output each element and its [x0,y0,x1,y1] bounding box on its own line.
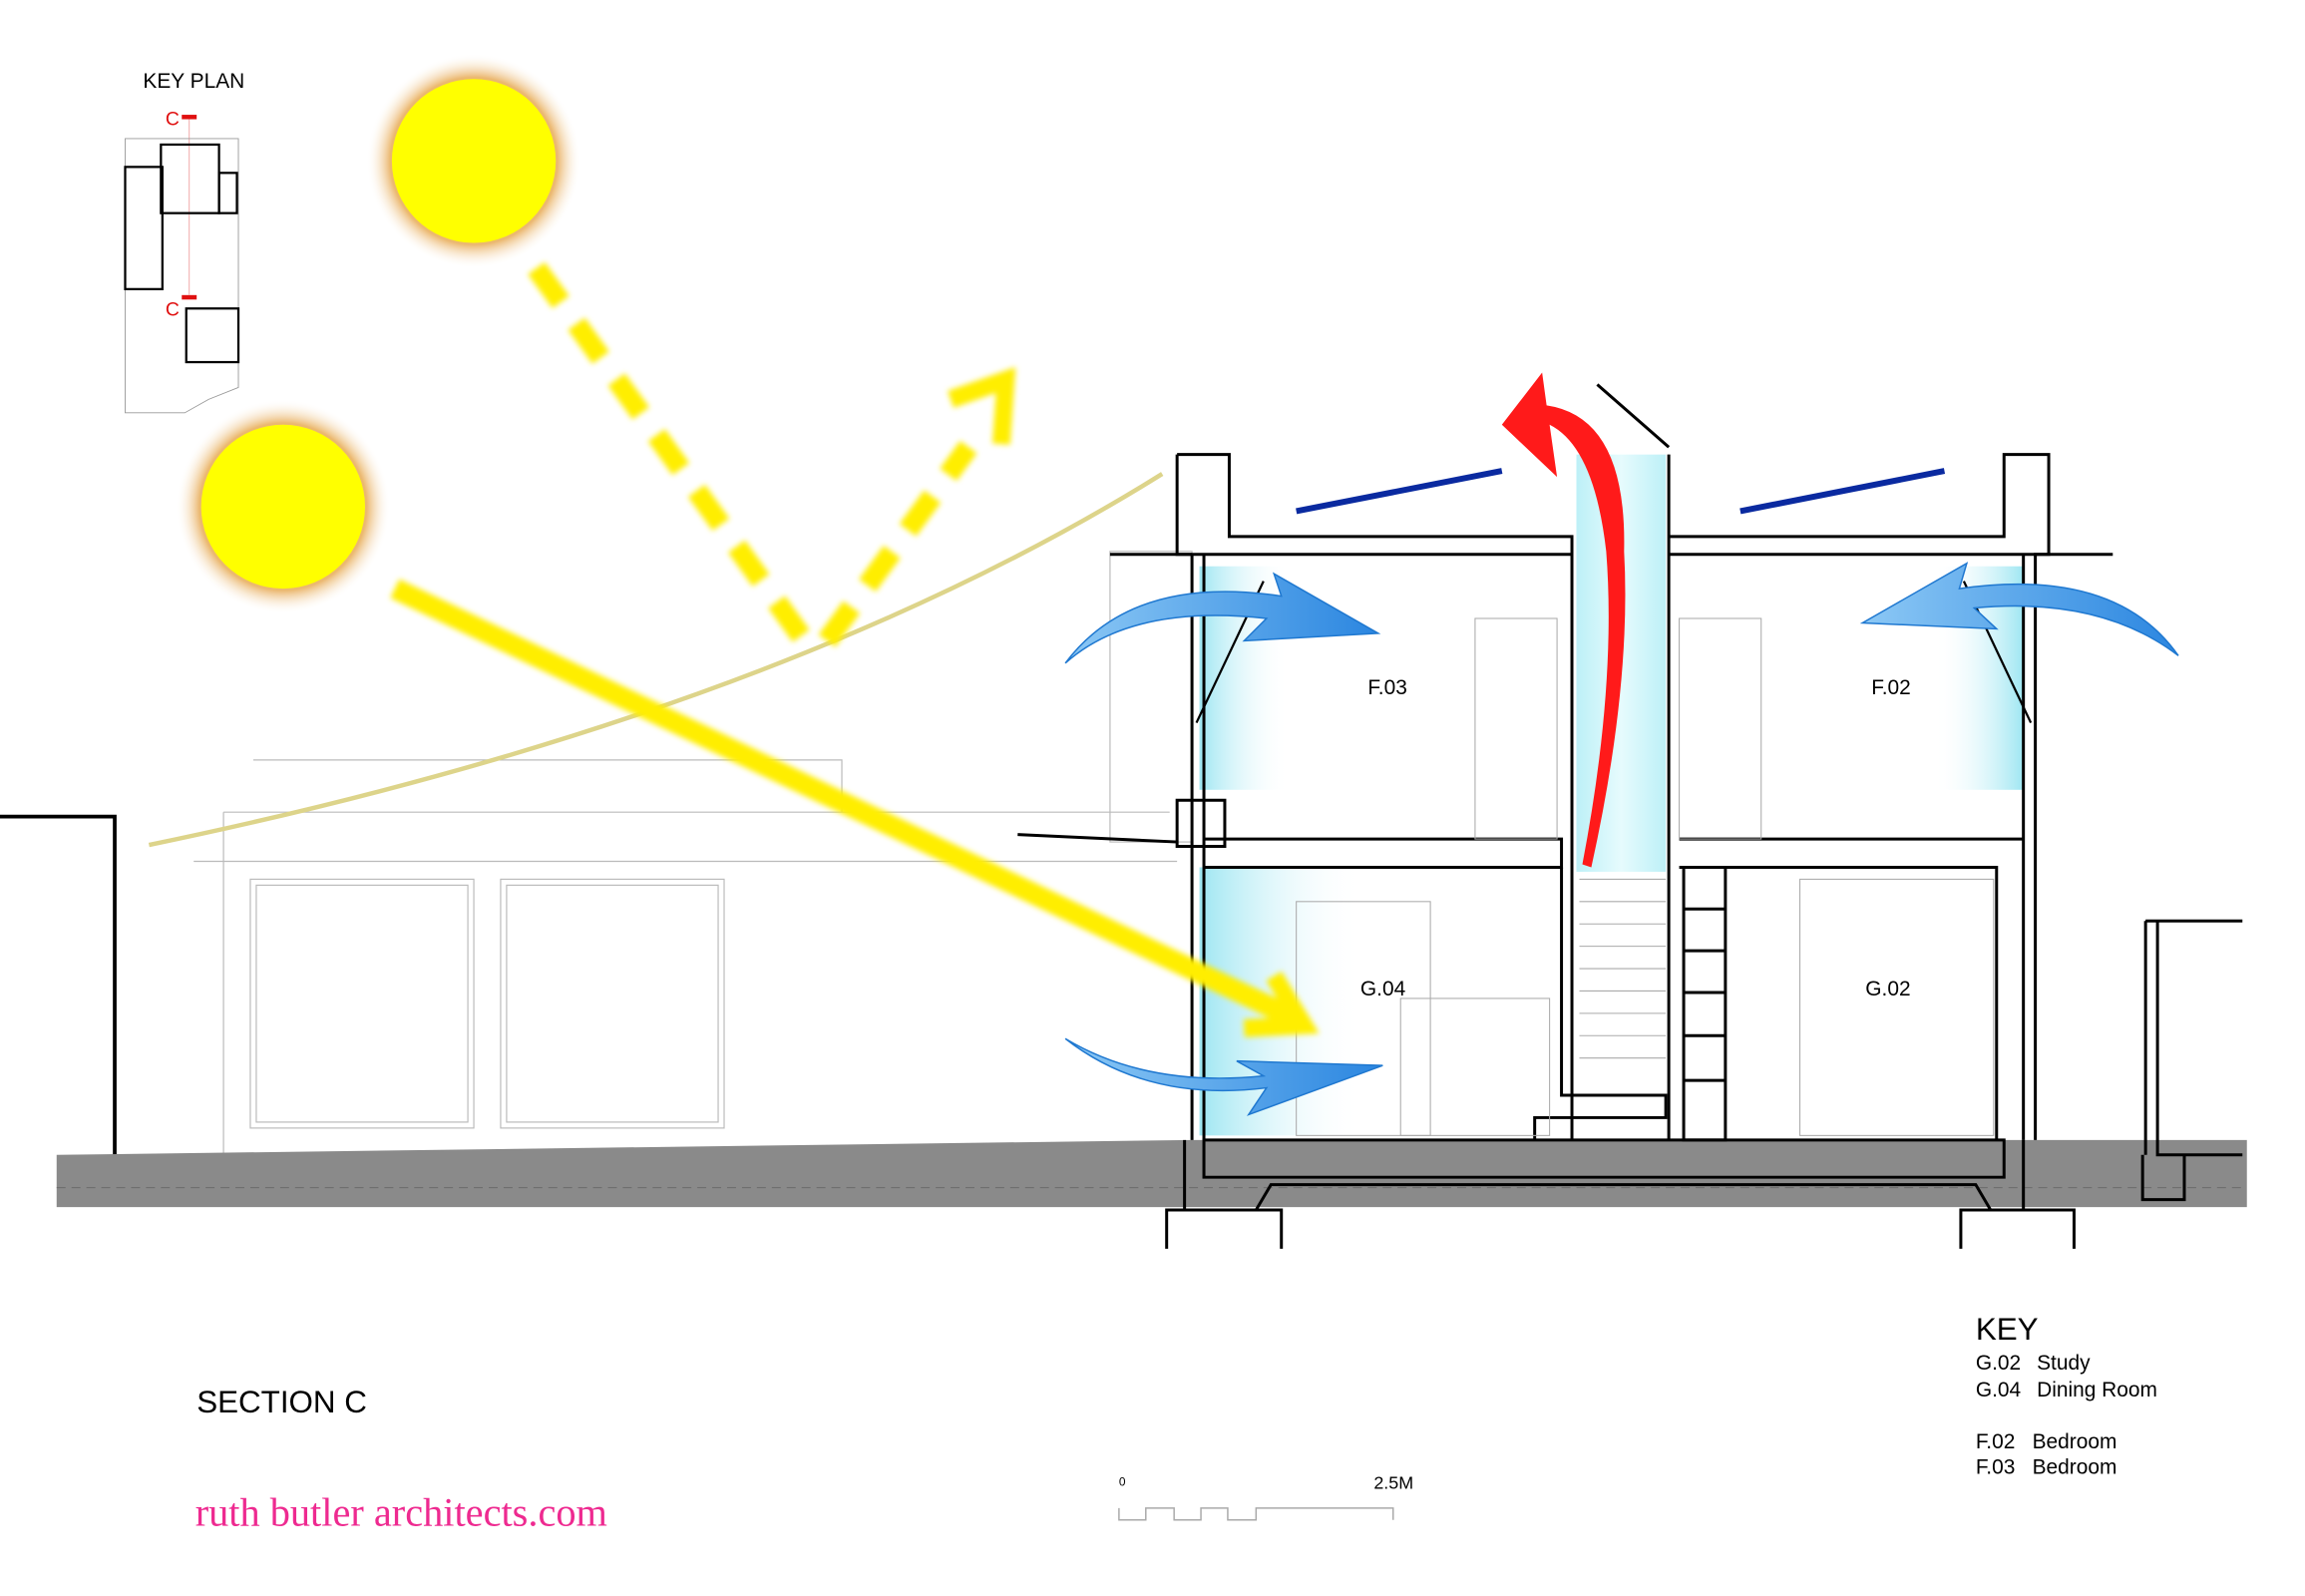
key-code: F.03 [1976,1455,2016,1478]
key-plan-title: KEY PLAN [143,70,244,93]
key-code: G.04 [1976,1379,2022,1401]
sun-low [176,399,391,614]
section-marker-top: C [166,109,180,131]
roof-glazing-right [1739,468,1946,515]
website-link[interactable]: ruth butler architects.com [195,1490,607,1535]
airflow-arrow-g04 [1064,1037,1383,1116]
plan-neighbour [124,166,164,290]
boundary-wall-left [0,814,117,1155]
plan-side-wing [217,172,238,214]
room-label-g02: G.02 [1865,978,1910,1000]
plan-outbuilding [185,307,240,364]
scale-end: 2.5M [1373,1472,1413,1492]
section-marker-bottom: C [166,299,180,321]
room-label-f02: F.02 [1871,676,1911,699]
winter-sun-ray [390,579,1320,1037]
scale-start: 0 [1119,1474,1126,1488]
plan-main-house [160,143,220,214]
neighbour-building [193,551,1193,1155]
site-boundary [125,138,239,414]
sun-path-arc [148,472,1164,848]
airflow-arrows [1064,562,2179,1116]
scale-bar: 0 2.5M [1118,1472,1413,1521]
key-title: KEY [1976,1312,2039,1347]
key-code: G.02 [1976,1352,2021,1375]
room-label-g04: G.04 [1360,978,1406,1000]
section-marker-tick [182,294,197,300]
key-code: F.02 [1976,1430,2016,1453]
key-name: Bedroom [2033,1430,2117,1453]
summer-sun-ray [528,261,1016,647]
section-marker-tick [182,115,197,120]
section-title: SECTION C [196,1385,367,1419]
roof-glazing-left [1296,468,1503,515]
sun-high [366,53,581,268]
arrowhead-icon [1243,971,1320,1037]
key-name: Study [2037,1352,2091,1375]
key-plan: KEY PLAN C C [124,70,244,414]
key-name: Dining Room [2037,1379,2157,1401]
airflow-arrow-f02 [1859,562,2179,656]
room-label-f03: F.03 [1367,676,1407,699]
room-key: KEY G.02 Study G.04 Dining Room F.02 Bed… [1976,1312,2157,1478]
stack-ventilation-arrow [1501,372,1626,868]
house-section [1017,383,2243,1249]
ground [56,1139,2247,1208]
airflow-arrow-f03 [1064,572,1381,664]
scale-ticks [1118,1507,1394,1521]
key-name: Bedroom [2033,1455,2117,1478]
arrowhead-icon [948,366,1016,445]
